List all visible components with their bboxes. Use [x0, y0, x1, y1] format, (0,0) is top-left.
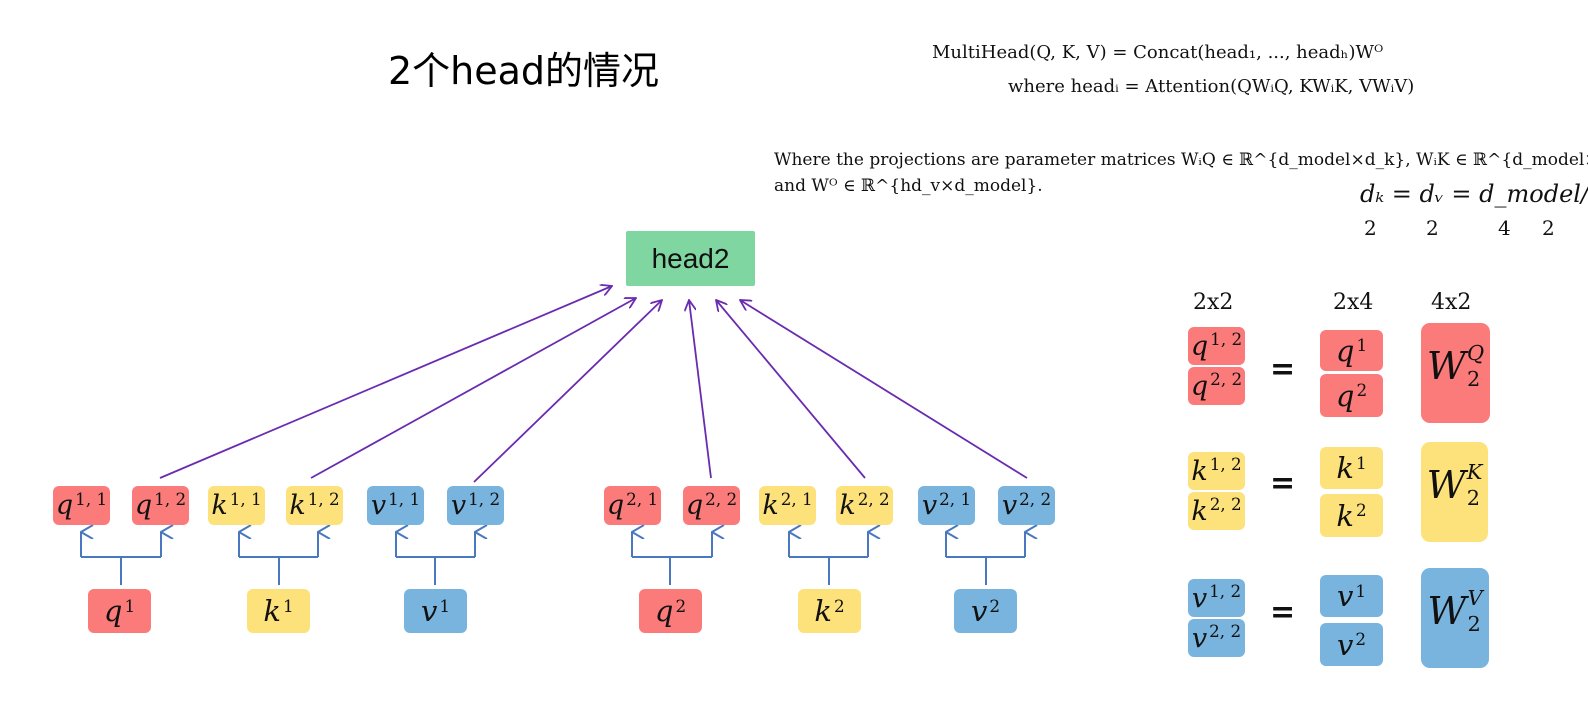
head2-box: head2	[626, 231, 755, 286]
equals-sign-q: =	[1270, 352, 1296, 387]
dim-label-w: 4x2	[1431, 290, 1472, 315]
arrow-q22-to-head	[689, 300, 712, 479]
equals-sign-v: =	[1270, 595, 1296, 630]
equals-sign-k: =	[1270, 466, 1296, 501]
dim-label-mid: 2x4	[1333, 290, 1374, 315]
split-arrows	[80, 532, 1025, 585]
dim-value-dmodel: 4	[1498, 216, 1511, 240]
arrow-q12-to-head	[159, 286, 612, 479]
head2-label: head2	[651, 242, 730, 274]
output-projection-formula: and Wᴼ ∈ ℝ^{hd_v×d_model}.	[774, 176, 1043, 196]
formula-line4: and Wᴼ ∈ ℝ^{hd_v×d_model}.	[774, 176, 1043, 196]
split-arrow-q1	[80, 536, 162, 585]
multihead-formula: MultiHead(Q, K, V) = Concat(head₁, ..., …	[932, 42, 1383, 63]
dim-value-h: 2	[1542, 216, 1555, 240]
arrow-v12-to-head	[473, 300, 662, 483]
arrow-v22-to-head	[740, 300, 1028, 479]
split-arrow-v1	[396, 556, 475, 585]
split-arrow-k1	[239, 556, 318, 585]
split-arrow-k2	[789, 556, 868, 585]
dimension-equation: dₖ = dᵥ = d_model/h	[1360, 180, 1588, 208]
split-arrow-q2	[632, 556, 712, 585]
formula-line1: MultiHead(Q, K, V) = Concat(head₁, ..., …	[932, 42, 1384, 63]
diagram-title: 2个head的情况	[388, 49, 660, 93]
split-arrow-v2	[946, 556, 1025, 585]
dim-value-dv: 2	[1426, 216, 1439, 240]
dim-value-dk: 2	[1364, 216, 1377, 240]
formula-line3: Where the projections are parameter matr…	[774, 150, 1588, 170]
projection-formula: Where the projections are parameter matr…	[774, 150, 1588, 170]
formula-line2: where headᵢ = Attention(QWᵢQ, KWᵢK, VWᵢV…	[1008, 76, 1415, 97]
head-arrows	[159, 286, 1028, 483]
head-formula: where headᵢ = Attention(QWᵢQ, KWᵢK, VWᵢV…	[1008, 76, 1414, 97]
arrow-k12-to-head	[310, 298, 636, 479]
dim-label-lhs: 2x2	[1193, 290, 1234, 315]
arrow-k22-to-head	[716, 300, 866, 479]
